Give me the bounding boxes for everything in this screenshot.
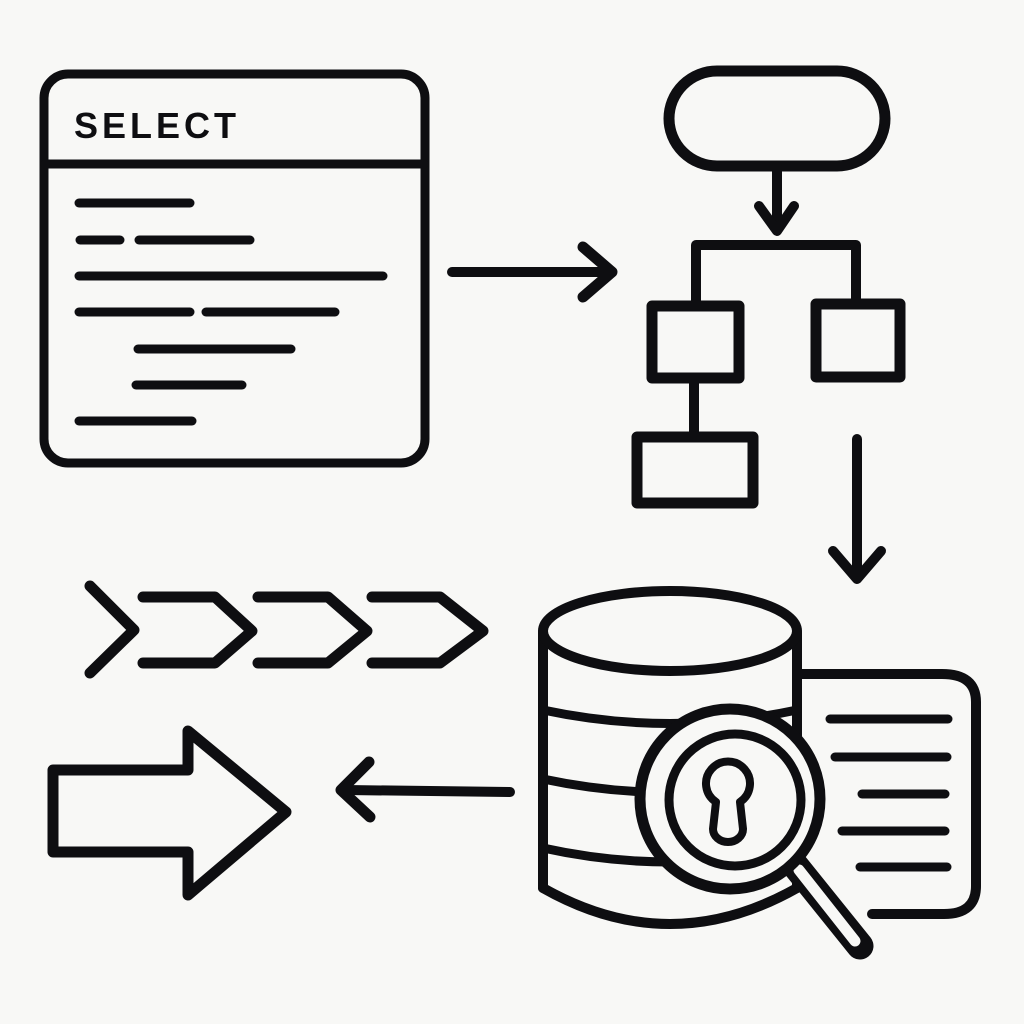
flow-arrow-down-icon	[828, 434, 886, 584]
flow-arrow-left-icon	[335, 756, 515, 823]
document-text-lines	[825, 714, 953, 872]
arrow-head	[754, 201, 799, 236]
arrow-head	[577, 241, 618, 303]
tree-branch-connector	[691, 240, 861, 312]
magnifier-handle-inner	[793, 864, 861, 947]
cylinder-bottom-edge	[538, 883, 802, 929]
arrow-head	[828, 546, 886, 584]
chevron	[366, 591, 489, 669]
arrow-head	[335, 756, 376, 823]
tree-leaf-node-left	[646, 300, 745, 384]
document-icon	[787, 669, 981, 919]
chevron	[252, 591, 373, 669]
block-arrow-icon	[47, 725, 292, 901]
cylinder-top	[538, 586, 802, 676]
query-plan-tree	[631, 65, 906, 509]
search-lock-magnifier-icon	[634, 703, 874, 960]
tree-root-node	[663, 65, 891, 172]
database-search-group	[538, 586, 981, 960]
chevron	[84, 580, 140, 679]
flow-arrow-right-icon	[447, 241, 618, 303]
tree-child-node	[631, 431, 759, 509]
tree-leaf-node-right	[810, 298, 906, 383]
chevron	[137, 591, 258, 669]
chevron-flow-icon	[84, 580, 489, 679]
code-lines	[74, 198, 388, 426]
window-title: SELECT	[74, 105, 240, 146]
block-arrow-outline	[47, 725, 292, 901]
tree-arrow-down-icon	[754, 161, 799, 236]
keyhole-icon	[702, 757, 754, 846]
sql-editor-window: SELECT	[39, 69, 430, 468]
magnifier-lens-inner	[664, 729, 806, 871]
arrow-shaft	[341, 785, 515, 797]
window-frame	[39, 69, 430, 468]
